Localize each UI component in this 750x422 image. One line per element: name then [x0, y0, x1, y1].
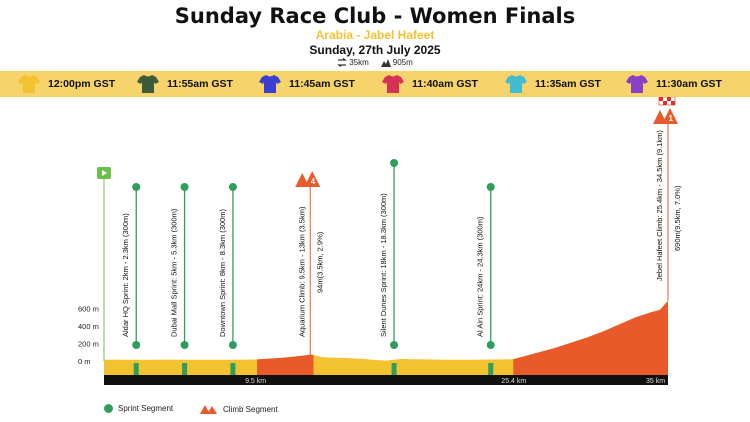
sprint-marker [133, 363, 139, 375]
start-time-group-3: 11:45am GST [259, 74, 355, 94]
legend-sprint-label: Sprint Segment [118, 404, 174, 413]
sprint-dot-icon [104, 404, 113, 413]
route-stats: 35km 905m [0, 58, 750, 67]
sprint-label: Silent Dunes Sprint: 18km - 18.3km (300m… [379, 193, 388, 337]
y-tick-label: 200 m [78, 340, 99, 349]
finish-flag-icon [671, 97, 675, 101]
climb-sublabel: 94m(3.5km, 2.9%) [315, 231, 324, 293]
finish-flag-icon [659, 101, 663, 105]
climb-triangle-icon [295, 173, 310, 187]
race-date: Sunday, 27th July 2025 [309, 43, 441, 57]
x-marker-label: 9.5 km [245, 378, 266, 385]
sprint-top-dot [228, 183, 237, 191]
play-icon [102, 170, 107, 176]
start-time: 11:45am GST [289, 78, 355, 90]
sprint-bottom-dot [180, 341, 189, 349]
y-tick-label: 600 m [78, 305, 99, 314]
climb-category: 1 [669, 114, 674, 123]
climb-segment-jebel-hafeet [513, 300, 668, 375]
finish-flag-icon [667, 97, 671, 101]
jersey-icon [626, 75, 648, 93]
sprint-marker [488, 363, 494, 375]
sprint-label: Dubai Mall Sprint: 5km - 5.3km (300m) [170, 208, 179, 337]
mountain-icon [380, 59, 391, 67]
climb-triangle-icon [662, 108, 678, 124]
sprint-bottom-dot [390, 341, 399, 349]
climb-triangle-icon [304, 171, 321, 187]
start-time: 11:40am GST [412, 78, 478, 90]
climb-label: Aquarium Climb: 9.5km - 13km (3.5km) [297, 206, 306, 337]
start-time-group-1: 12:00pm GST [18, 74, 115, 94]
start-time-group-4: 11:40am GST [382, 74, 478, 94]
start-time: 11:55am GST [167, 78, 233, 90]
climb-category: 4 [311, 177, 316, 186]
legend-climb-label: Climb Segment [223, 404, 278, 414]
finish-flag-icon [659, 97, 663, 101]
climb-sublabel: 690m(9.5km, 7.0%) [673, 185, 682, 251]
finish-flag-icon [663, 101, 667, 105]
sprint-top-dot [486, 183, 495, 191]
sprint-top-dot [180, 183, 189, 191]
sprint-label: Downtown Sprint: 8km - 8.3km (300m) [218, 209, 227, 337]
distance-strip [104, 375, 668, 385]
start-time-group-5: 11:35am GST [505, 74, 601, 94]
start-time-group-6: 11:30am GST [626, 74, 722, 94]
y-tick-label: 400 m [78, 322, 99, 331]
jersey-body [626, 75, 648, 93]
x-marker-label: 25.4 km [501, 378, 526, 385]
sprint-label: Al Ain Sprint: 24km - 24.3km (300m) [476, 216, 485, 337]
distance-stat: 35km [337, 58, 369, 67]
legend-climb: Climb Segment [200, 404, 278, 414]
start-time: 11:35am GST [535, 78, 601, 90]
jersey-icon [18, 75, 40, 93]
jersey-icon [259, 75, 281, 93]
sprint-bottom-dot [132, 341, 141, 349]
climb-label: Jebel Hafeet Climb: 25.4km - 34.5km (9.1… [655, 130, 664, 281]
y-tick-label: 0 m [78, 357, 91, 366]
elevation-stat: 905m [380, 58, 413, 67]
sprint-label: Aldar HQ Sprint: 2km - 2.3km (300m) [121, 213, 130, 337]
page-title: Sunday Race Club - Women Finals [174, 4, 576, 28]
sprint-top-dot [390, 159, 399, 167]
x-marker-label: 35 km [646, 378, 665, 385]
jersey-body [505, 75, 527, 93]
jersey-icon [382, 75, 404, 93]
distance-icon [337, 58, 348, 67]
start-times-bar: 12:00pm GST 11:55am GST 11:45am GST 11:4… [0, 71, 750, 97]
legend-sprint: Sprint Segment [104, 404, 173, 413]
finish-flag-icon [667, 101, 671, 105]
jersey-body [18, 75, 40, 93]
jersey-icon [505, 75, 527, 93]
start-time-group-2: 11:55am GST [137, 74, 233, 94]
sprint-marker [182, 363, 188, 375]
route-subtitle: Arabia - Jabel Hafeet [315, 28, 435, 42]
jersey-body [382, 75, 404, 93]
climb-triangle-icon [653, 110, 667, 124]
jersey-body [137, 75, 159, 93]
climb-segment-aquarium [257, 354, 314, 375]
sprint-bottom-dot [228, 341, 237, 349]
start-time: 11:30am GST [656, 78, 722, 90]
sprint-bottom-dot [486, 341, 495, 349]
sprint-marker [230, 363, 236, 375]
distance-value: 35km [349, 58, 369, 67]
elevation-profile-chart: 600 m 400 m 200 m 0 m 9.5 km 25.4 km 35 km Alda… [78, 97, 682, 385]
climb-triangle-icon [200, 405, 217, 414]
finish-flag-icon [671, 101, 675, 105]
finish-flag-icon [663, 97, 667, 101]
sprint-top-dot [132, 183, 141, 191]
sprint-marker [391, 363, 397, 375]
jersey-body [259, 75, 281, 93]
elevation-value: 905m [392, 58, 413, 67]
start-time: 12:00pm GST [48, 78, 116, 90]
jersey-icon [137, 75, 159, 93]
finish-flag-border [658, 97, 676, 106]
